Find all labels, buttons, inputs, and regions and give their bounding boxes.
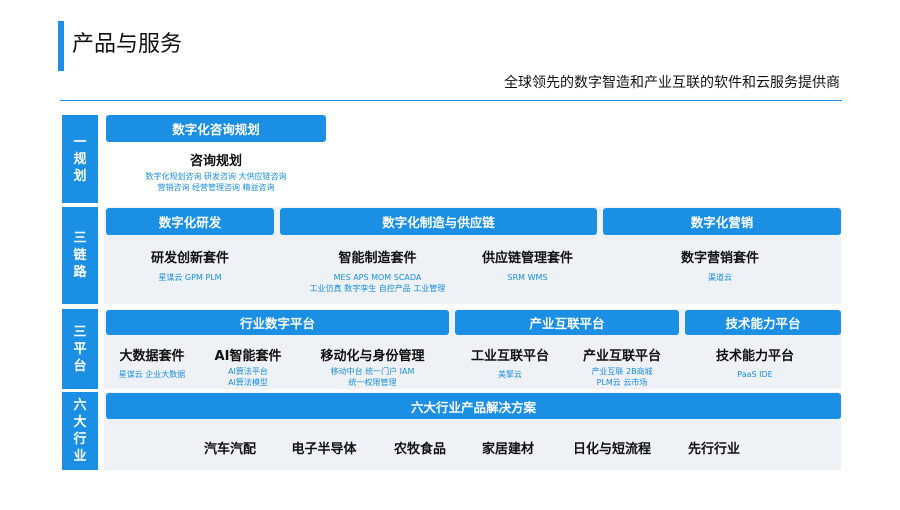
consulting-items-line1: 数字化规划咨询 研发咨询 大供应链咨询: [145, 172, 287, 181]
row-label-char: 行: [73, 432, 87, 447]
industry-item-daily-chemical[interactable]: 日化与短流程: [572, 442, 651, 457]
heading-smart-mfg-suite: 智能制造套件: [338, 251, 417, 266]
rnd-items: 星谋云 GPM PLM: [158, 273, 222, 282]
industry-item-leading[interactable]: 先行行业: [687, 442, 740, 457]
heading-industry-platform: 产业互联平台: [582, 349, 661, 364]
row-label-char: 规: [73, 151, 87, 167]
industry-item-electronics[interactable]: 电子半导体: [291, 442, 357, 457]
bigdata-items: 星谋云 企业大数据: [118, 370, 186, 379]
heading-rnd-suite: 研发创新套件: [150, 251, 229, 266]
bar-digital-consulting[interactable]: 数字化咨询规划: [106, 115, 326, 142]
heading-consulting-planning: 咨询规划: [189, 154, 242, 169]
heading-bigdata-suite: 大数据套件: [119, 349, 185, 364]
row-label-char: 路: [73, 265, 87, 280]
mobile-items-line1: 移动中台 统一门户 IAM: [330, 367, 415, 376]
mobile-items-line2: 统一权限管理: [348, 378, 397, 387]
tech-items: PaaS IDE: [737, 370, 773, 379]
row-label-char: 链: [73, 248, 87, 263]
industry-item-agri-food[interactable]: 农牧食品: [393, 442, 446, 457]
industry-item-auto[interactable]: 汽车汽配: [203, 442, 256, 457]
bar-tech-capability-platform[interactable]: 技术能力平台: [685, 310, 841, 335]
heading-ai-suite: AI智能套件: [214, 349, 282, 364]
row-label-char: 业: [73, 449, 87, 464]
heading-marketing-suite: 数字营销套件: [680, 251, 759, 266]
bar-industrial-internet-platform[interactable]: 产业互联平台: [455, 310, 679, 335]
row-label-char: 六: [73, 398, 87, 413]
row-label-char: 台: [73, 358, 87, 374]
row-label-char: 三: [73, 324, 87, 340]
heading-iiot-platform: 工业互联平台: [470, 349, 549, 364]
scm-items: SRM WMS: [507, 273, 548, 282]
row-label-chains: 三 链 路: [62, 207, 98, 304]
header-divider: [60, 100, 842, 101]
mfg-items-line2: 工业仿真 数字孪生 自控产品 工业管理: [309, 284, 446, 293]
page-subtitle: 全球领先的数字智造和产业互联的软件和云服务提供商: [504, 75, 840, 91]
consulting-items-line2: 营销咨询 经营管理咨询 精益咨询: [157, 183, 275, 192]
row-label-char: 划: [73, 168, 87, 184]
bar-six-industries-solutions[interactable]: 六大行业产品解决方案: [106, 393, 841, 419]
row-label-char: 一: [73, 134, 87, 150]
mfg-items-line1: MES APS MOM SCADA: [333, 273, 422, 282]
industry-item-home-building[interactable]: 家居建材: [481, 442, 534, 457]
ai-items-line2: AI算法模型: [228, 378, 268, 387]
industry-items-line1: 产业互联 2B商城: [591, 367, 653, 376]
row-label-char: 大: [73, 415, 87, 430]
marketing-items: 渠道云: [708, 273, 732, 282]
heading-mobile-identity: 移动化与身份管理: [320, 349, 425, 364]
bar-digital-rnd[interactable]: 数字化研发: [106, 208, 274, 235]
row-label-industries: 六 大 行 业: [62, 392, 98, 470]
bar-digital-marketing[interactable]: 数字化营销: [603, 208, 841, 235]
ai-items-line1: AI算法平台: [228, 367, 268, 376]
heading-tech-platform: 技术能力平台: [715, 349, 794, 364]
industry-items-line2: PLM云 云市场: [596, 378, 648, 387]
row-label-platforms: 三 平 台: [62, 309, 98, 389]
bar-industry-digital-platform[interactable]: 行业数字平台: [106, 310, 449, 335]
row-label-planning: 一 规 划: [62, 115, 98, 203]
iiot-items: 美擎云: [498, 370, 522, 379]
row-label-char: 平: [73, 341, 87, 357]
title-accent-bar: [58, 21, 64, 71]
page-title: 产品与服务: [72, 32, 183, 57]
heading-scm-suite: 供应链管理套件: [481, 251, 573, 266]
row-label-char: 三: [73, 231, 87, 246]
bar-digital-manufacturing-supply[interactable]: 数字化制造与供应链: [280, 208, 597, 235]
